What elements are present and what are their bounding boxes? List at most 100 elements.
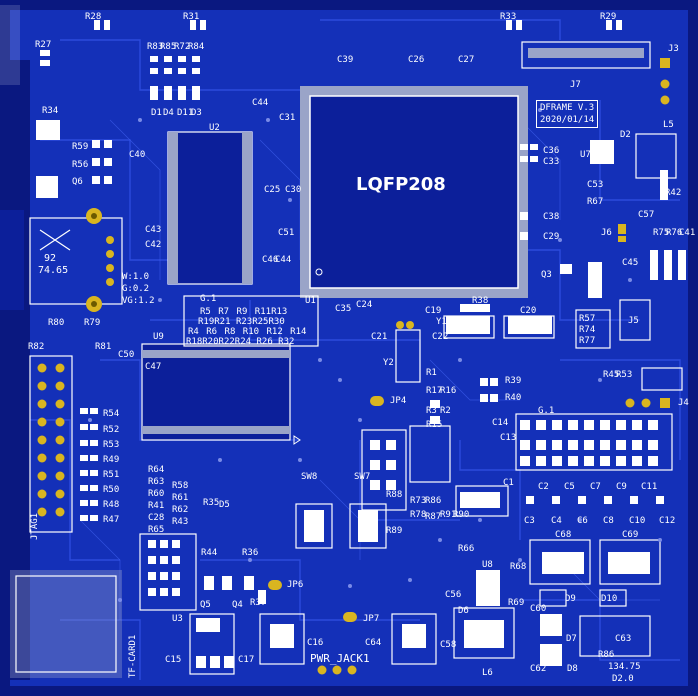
component-label: C24 bbox=[356, 300, 373, 310]
component-label: R39 bbox=[505, 376, 522, 386]
component-label: R3 bbox=[426, 406, 437, 416]
resistor-label: R25 bbox=[252, 317, 269, 327]
component-label: C39 bbox=[337, 55, 354, 65]
component-label: D7 bbox=[566, 634, 577, 644]
ethernet-value-1: 92 bbox=[44, 253, 57, 264]
component-label: SW7 bbox=[354, 472, 371, 482]
component-label: JP6 bbox=[287, 580, 304, 590]
component-label: Q3 bbox=[541, 270, 552, 280]
component-label: D4 bbox=[163, 108, 174, 118]
ethernet-param-w: W:1.0 bbox=[122, 272, 150, 282]
component-label: C58 bbox=[440, 640, 457, 650]
resistor-group-top bbox=[183, 295, 319, 347]
version-footer: D2.0 bbox=[612, 674, 634, 684]
component-label: R56 bbox=[72, 160, 89, 170]
component-label: R68 bbox=[510, 562, 527, 572]
component-label: C69 bbox=[622, 530, 639, 540]
resistor-label: R20 bbox=[202, 337, 219, 347]
component-label: C1 bbox=[503, 478, 514, 488]
resistor-label: R18 bbox=[186, 337, 203, 347]
component-label: R36 bbox=[242, 548, 259, 558]
component-label: R62 bbox=[172, 505, 189, 515]
component-label: C6 bbox=[577, 516, 588, 526]
component-label: C68 bbox=[555, 530, 572, 540]
component-label: J5 bbox=[628, 316, 639, 326]
component-label: C28 bbox=[148, 513, 165, 523]
component-label: R17 bbox=[426, 386, 443, 396]
component-label: R2 bbox=[440, 406, 451, 416]
component-label: C62 bbox=[530, 664, 547, 674]
component-label: C14 bbox=[492, 418, 509, 428]
mcu-chip bbox=[300, 86, 528, 298]
component-label: C10 bbox=[629, 516, 646, 526]
component-label: C25 bbox=[264, 185, 281, 195]
component-label: R53 bbox=[616, 370, 633, 380]
component-label: SW8 bbox=[301, 472, 318, 482]
resistor-label: R32 bbox=[278, 337, 295, 347]
component-label: R28 bbox=[85, 12, 102, 22]
component-label: R15 bbox=[426, 420, 443, 430]
component-group-g1 bbox=[515, 413, 673, 471]
component-label: R72 bbox=[174, 42, 191, 52]
component-label: C40 bbox=[129, 150, 146, 160]
resistor-label: R21 bbox=[214, 317, 231, 327]
component-label: R63 bbox=[148, 477, 165, 487]
component-label: R41 bbox=[148, 501, 165, 511]
component-label: C38 bbox=[543, 212, 560, 222]
component-label: R48 bbox=[103, 500, 120, 510]
resistor-label: R22 bbox=[218, 337, 235, 347]
component-label: C35 bbox=[335, 304, 352, 314]
component-label: C20 bbox=[520, 306, 537, 316]
component-label: R73 bbox=[410, 496, 427, 506]
component-label: C27 bbox=[458, 55, 475, 65]
component-label: R34 bbox=[42, 106, 59, 116]
resistor-row-3: R4 R6 R8 R10 R12 R14 bbox=[188, 327, 306, 337]
component-label: C7 bbox=[590, 482, 601, 492]
resistor-label: R6 bbox=[206, 327, 218, 337]
component-label: R80 bbox=[48, 318, 65, 328]
component-label: R89 bbox=[386, 526, 403, 536]
resistor-label: R24 bbox=[234, 337, 252, 347]
component-label: C26 bbox=[408, 55, 425, 65]
resistor-label: R4 bbox=[188, 327, 199, 337]
component-label: R47 bbox=[103, 515, 120, 525]
component-label: R74 bbox=[579, 325, 596, 335]
component-label: R38 bbox=[472, 296, 489, 306]
component-label: C3 bbox=[524, 516, 535, 526]
component-label: C45 bbox=[622, 258, 639, 268]
ethernet-value-2: 74.65 bbox=[38, 265, 69, 276]
resistor-label: R23 bbox=[235, 317, 253, 327]
component-label: R29 bbox=[600, 12, 617, 22]
component-label: R58 bbox=[172, 481, 189, 491]
component-label: D3 bbox=[191, 108, 202, 118]
chip-u9 bbox=[141, 343, 301, 445]
resistor-label: R19 bbox=[198, 317, 215, 327]
component-label: J7 bbox=[570, 80, 581, 90]
component-label: C22 bbox=[432, 332, 449, 342]
component-label: D5 bbox=[219, 500, 230, 510]
component-label: Q5 bbox=[200, 600, 211, 610]
component-label: J4 bbox=[678, 398, 689, 408]
component-label: R35 bbox=[203, 498, 220, 508]
component-label: C57 bbox=[638, 210, 655, 220]
component-label: D11 bbox=[177, 108, 194, 118]
component-label: C47 bbox=[145, 362, 162, 372]
component-label: R79 bbox=[84, 318, 101, 328]
component-label: JP7 bbox=[363, 614, 380, 624]
component-label: R51 bbox=[103, 470, 120, 480]
resistor-row-4: R18R20R22R24 R26 R32 bbox=[186, 337, 294, 347]
component-label: G.1 bbox=[538, 406, 555, 416]
component-label: Q6 bbox=[72, 177, 83, 187]
component-label: D9 bbox=[565, 594, 576, 604]
component-label: C2 bbox=[538, 482, 549, 492]
component-label: R65 bbox=[148, 525, 165, 535]
component-label: C36 bbox=[543, 146, 560, 156]
component-label: U1 bbox=[305, 296, 316, 306]
sdram-chip-u2 bbox=[167, 131, 253, 285]
component-label: Y1 bbox=[436, 317, 447, 327]
component-label: R90 bbox=[453, 510, 470, 520]
resistor-label: R7 bbox=[218, 307, 230, 317]
resistor-label: R5 bbox=[200, 307, 211, 317]
component-label: D2 bbox=[620, 130, 631, 140]
component-label: C8 bbox=[603, 516, 614, 526]
